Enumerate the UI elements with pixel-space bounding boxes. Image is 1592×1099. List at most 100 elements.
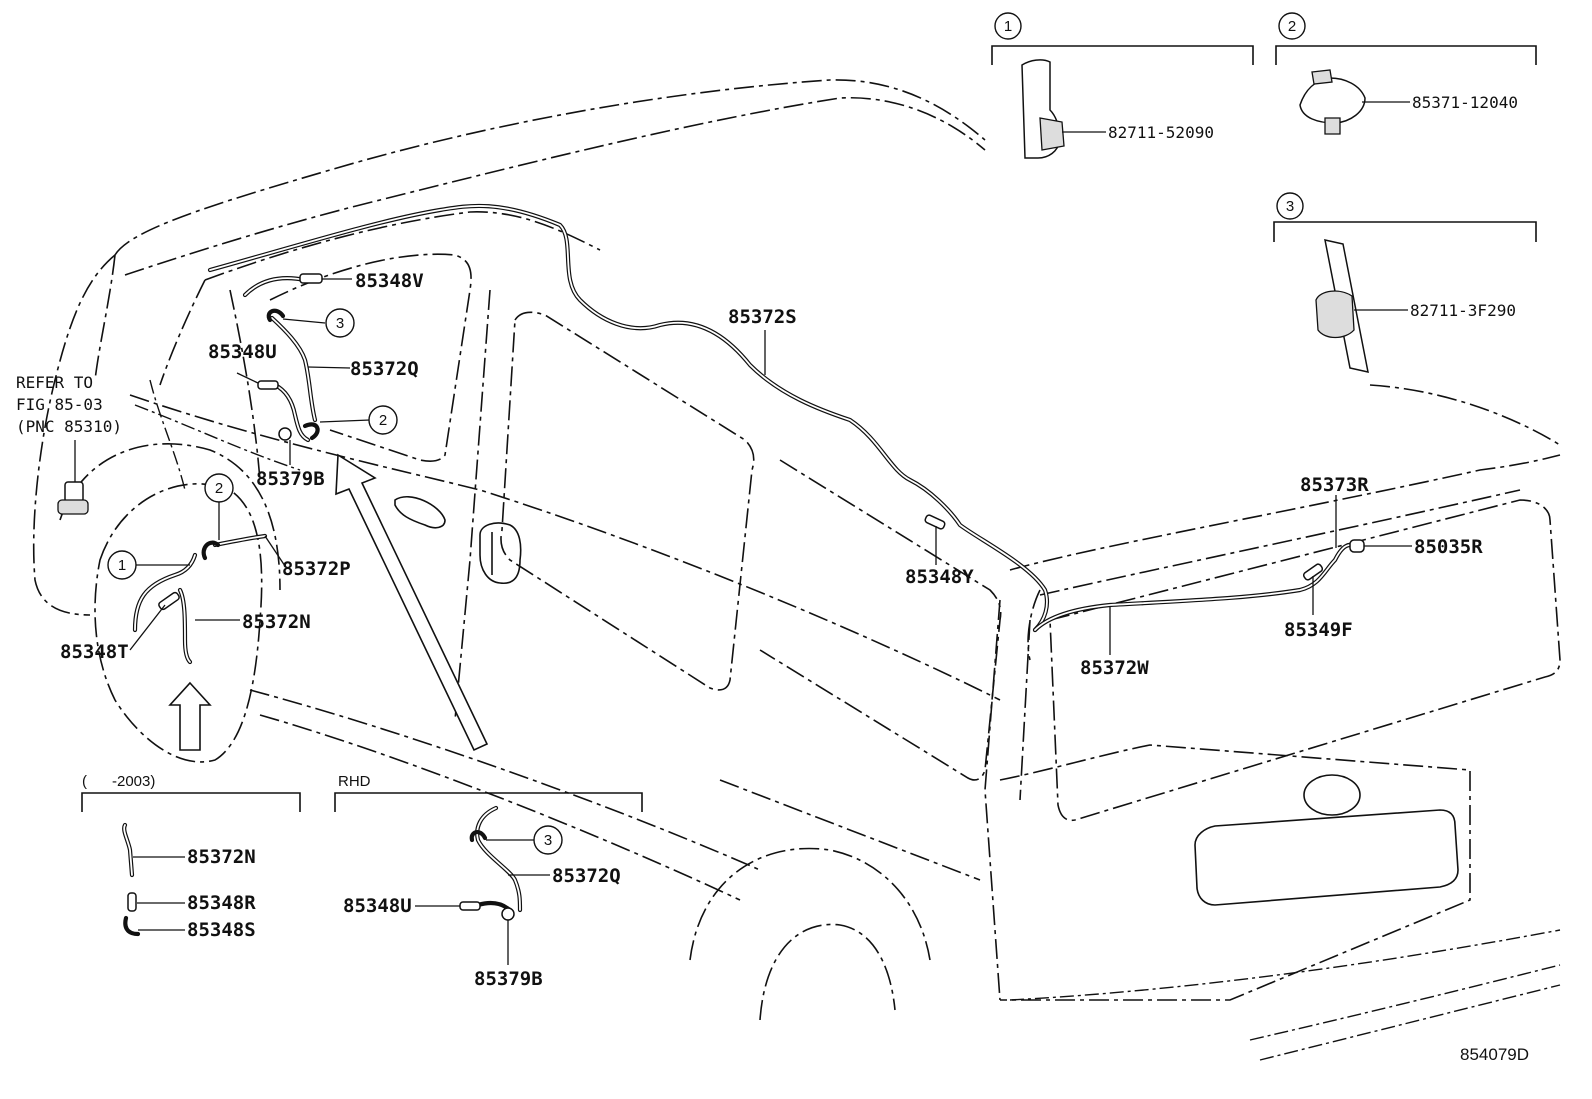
rear-bumper-lower-2 (1259, 984, 1561, 1061)
label-85372Q: 85372Q (350, 358, 419, 380)
clamp-top (266, 308, 286, 323)
svg-text:2: 2 (379, 412, 387, 429)
joint-85348U (257, 380, 279, 390)
d-pillar (984, 599, 1001, 1001)
inset-2-code: 85371-12040 (1412, 93, 1518, 112)
inset-early: ( -2003) 85372N 85348R 85348S (81, 773, 301, 941)
svg-text:1: 1 (1004, 18, 1012, 35)
washer-pump-base (57, 499, 89, 515)
refer-note: REFER TO FIG 85-03 (PNC 85310) (16, 373, 122, 436)
label-85349F: 85349F (1284, 619, 1353, 641)
inset-2-part-tab (1311, 69, 1333, 85)
engine-bay-line (134, 404, 301, 471)
joint-85348T (158, 591, 180, 611)
hood-line (94, 254, 116, 381)
figure-id: 854079D (1460, 1045, 1529, 1064)
quarter-window (759, 459, 1002, 781)
inset-early-label-2: 85348R (187, 892, 256, 914)
sliding-window (500, 311, 755, 691)
roof-front-edge (114, 79, 986, 256)
door-handle (394, 495, 446, 529)
rear-roof-edge-2 (1039, 489, 1521, 596)
roof-front-edge-inner (124, 96, 986, 276)
front-door-window (269, 253, 472, 462)
cap-85035R (1349, 539, 1365, 553)
rear-bumper-lower (1249, 964, 1561, 1041)
inset-rhd-clamp (469, 830, 488, 843)
leader-lines (129, 278, 1412, 655)
inset-early-label-1: 85372N (187, 846, 256, 868)
inset-rhd-label-2: 85348U (343, 895, 412, 917)
inset-2: 2 85371-12040 (1275, 12, 1537, 135)
sill-line (249, 689, 761, 871)
inset-early-elbow (123, 915, 141, 937)
fittings (57, 273, 1365, 611)
front-wheel-arch (59, 443, 281, 591)
refer-line-1: REFER TO (16, 373, 93, 392)
inset-rhd-bracket (334, 792, 643, 812)
view-arrows (168, 453, 489, 752)
hose-85372W (1032, 542, 1353, 633)
inset-early-joint (127, 892, 137, 912)
front-wheel (94, 483, 263, 763)
svg-text:2: 2 (215, 480, 223, 497)
rear-wheel (759, 923, 896, 1021)
b-pillar (454, 289, 491, 721)
inset-rhd: RHD 3 85372Q 85348U 85379B (334, 773, 643, 990)
windshield-top (204, 211, 601, 281)
hose-routing (132, 203, 1353, 665)
d-pillar-inner (1019, 619, 1031, 801)
callout-circle-2-main (368, 405, 398, 435)
arrow-diagonal (335, 453, 489, 752)
label-85348V: 85348V (355, 270, 424, 292)
inset-2-bracket (1275, 45, 1537, 65)
label-85372P: 85372P (282, 558, 351, 580)
rear-quarter-lower (719, 779, 981, 881)
vehicle-outline (32, 79, 1561, 1061)
label-85348Y: 85348Y (905, 566, 974, 588)
inset-rhd-label-1: 85372Q (552, 865, 621, 887)
label-85035R: 85035R (1414, 536, 1483, 558)
arrow-up-wheel (168, 681, 212, 751)
label-85373R: 85373R (1300, 474, 1369, 496)
refer-line-2: FIG 85-03 (16, 395, 103, 414)
inset-rhd-caption: RHD (338, 773, 371, 790)
joint-85349F (1302, 563, 1324, 581)
inset-early-bracket (81, 792, 301, 812)
rear-emblem (1303, 774, 1361, 816)
inset-early-caption: ( -2003) (82, 773, 155, 790)
inset-3-part-clip (1315, 290, 1355, 339)
rear-bumper (1009, 929, 1561, 1001)
windshield-left (159, 279, 206, 386)
inset-1-code: 82711-52090 (1108, 123, 1214, 142)
inset-rhd-clip (501, 907, 515, 921)
svg-text:3: 3 (336, 315, 344, 332)
joint-85348Y (924, 514, 946, 530)
belt-line (129, 394, 1001, 701)
svg-text:2: 2 (1288, 18, 1296, 35)
joint-85348V (299, 273, 323, 284)
clamp-mid (302, 422, 320, 441)
clamp-left (201, 540, 221, 561)
hood-front (32, 254, 116, 616)
svg-text:3: 3 (544, 832, 552, 849)
label-85379B: 85379B (256, 468, 325, 490)
callout-circle-1-main (107, 550, 137, 580)
rear-window (1049, 499, 1561, 822)
inset-rhd-label-3: 85379B (474, 968, 543, 990)
inset-2-number-circle (1278, 12, 1306, 40)
washer-pump (64, 481, 84, 503)
door-handle-recess (479, 522, 522, 585)
inset-3-number-circle (1276, 192, 1304, 220)
inset-rhd-hose (475, 805, 523, 913)
rear-wheel-arch (689, 847, 931, 961)
inset-1-part-clip (1039, 117, 1065, 151)
inset-early-label-3: 85348S (187, 919, 256, 941)
label-85372W: 85372W (1080, 657, 1149, 679)
callout-circle-2-lower (204, 473, 234, 503)
svg-text:1: 1 (118, 557, 126, 574)
inset-1-bracket (991, 45, 1254, 65)
inset-1: 1 82711-52090 (991, 12, 1254, 159)
sill-line-lower (259, 714, 741, 901)
